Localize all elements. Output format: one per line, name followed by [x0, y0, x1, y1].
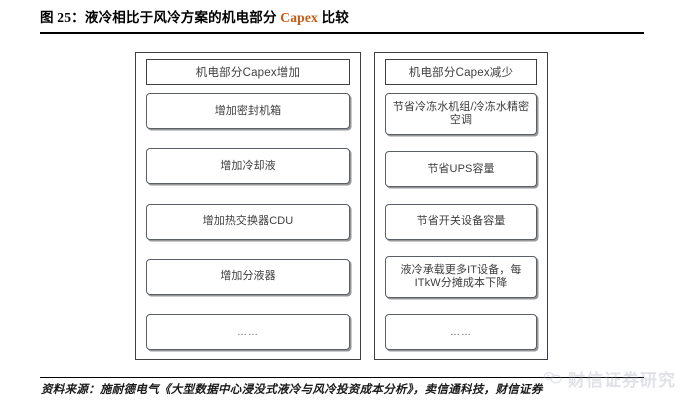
item-label: 增加分液器	[220, 270, 276, 283]
figure-title-before: 液冷相比于风冷方案的机电部分	[84, 10, 281, 25]
list-item: 节省UPS容量	[385, 151, 537, 188]
list-item-ellipsis: ……	[385, 314, 537, 350]
column-capex-decrease: 机电部分Capex减少 节省冷冻水机组/冷冻水精密空调 节省UPS容量 节省开关…	[374, 52, 548, 360]
list-item: 液冷承载更多IT设备，每ITkW分摊成本下降	[385, 255, 537, 298]
column-capex-increase: 机电部分Capex增加 增加密封机箱 增加冷却液 增加热交换器CDU 增加分液器…	[135, 52, 361, 360]
title-divider	[40, 32, 644, 34]
column-header-decrease: 机电部分Capex减少	[385, 59, 537, 85]
item-label: 液冷承载更多IT设备，每ITkW分摊成本下降	[400, 263, 522, 289]
list-item: 增加密封机箱	[146, 93, 350, 129]
item-label: 增加冷却液	[220, 159, 276, 172]
footer-divider	[40, 377, 644, 378]
item-label: 增加热交换器CDU	[202, 215, 294, 227]
list-item: 节省冷冻水机组/冷冻水精密空调	[385, 93, 537, 135]
item-label: 节省开关设备容量	[416, 215, 506, 227]
figure-label: 图 25：	[40, 10, 85, 25]
figure-title-accent: Capex	[280, 10, 318, 25]
item-label: 增加密封机箱	[214, 104, 282, 117]
item-label: 节省冷冻水机组/冷冻水精密空调	[392, 101, 530, 126]
list-item: 增加冷却液	[146, 148, 350, 185]
source-note: 资料来源：施耐德电气《大型数据中心浸没式液冷与风冷投资成本分析》，卖信通科技，财…	[41, 384, 543, 396]
figure-title-block: 图 25：液冷相比于风冷方案的机电部分 Capex 比较	[40, 9, 644, 33]
column-header-decrease-label: 机电部分Capex减少	[408, 67, 514, 79]
page-title: 图 25：液冷相比于风冷方案的机电部分 Capex 比较	[40, 9, 644, 27]
column-decrease-items: 节省冷冻水机组/冷冻水精密空调 节省UPS容量 节省开关设备容量 液冷承载更多I…	[385, 91, 537, 350]
item-label: ……	[450, 326, 472, 338]
column-header-increase: 机电部分Capex增加	[146, 59, 350, 85]
list-item: 增加热交换器CDU	[146, 203, 350, 240]
item-label: ……	[237, 326, 259, 338]
column-header-increase-label: 机电部分Capex增加	[195, 67, 301, 79]
item-label: 节省UPS容量	[427, 162, 495, 175]
list-item-ellipsis: ……	[146, 314, 350, 350]
figure-title-after: 比较	[318, 10, 349, 25]
list-item: 增加分液器	[146, 258, 350, 295]
column-increase-items: 增加密封机箱 增加冷却液 增加热交换器CDU 增加分液器 ……	[146, 91, 350, 350]
comparison-diagram: 机电部分Capex增加 增加密封机箱 增加冷却液 增加热交换器CDU 增加分液器…	[0, 46, 684, 366]
list-item: 节省开关设备容量	[385, 203, 537, 240]
